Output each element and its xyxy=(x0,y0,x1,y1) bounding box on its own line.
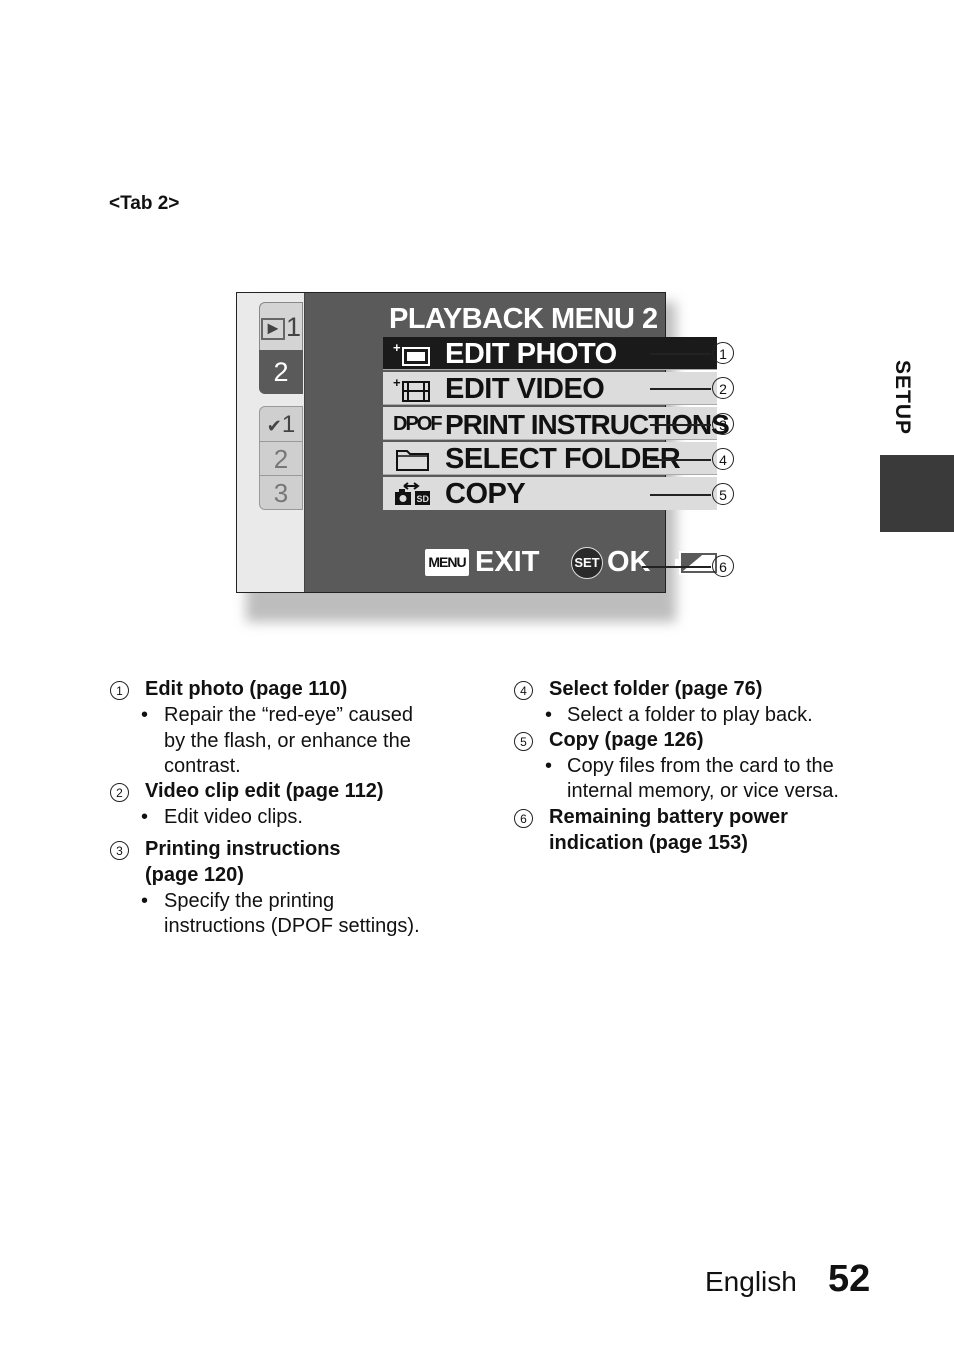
side-tab: SETUP xyxy=(884,360,924,460)
side-tab-label: SETUP xyxy=(891,360,914,436)
desc-text: contrast. xyxy=(164,755,241,777)
desc-num: 5 xyxy=(514,732,533,751)
screen-left-tabs: ►1 2 ✔1 2 3 xyxy=(237,293,305,592)
callout-line xyxy=(650,459,711,461)
tab-setup-2: 2 xyxy=(259,442,303,476)
desc-heading: Copy (page 126) xyxy=(549,729,704,751)
bullet: • xyxy=(141,806,149,828)
ok-label: OK xyxy=(607,546,651,578)
desc-heading: indication (page 153) xyxy=(549,832,748,854)
desc-text: Specify the printing xyxy=(164,890,335,912)
desc-num: 3 xyxy=(110,841,129,860)
bullet: • xyxy=(141,704,149,726)
tab-playback-1-num: 1 xyxy=(285,312,302,342)
menu-title: PLAYBACK MENU 2 xyxy=(389,303,658,335)
tab-setup-1-num: 1 xyxy=(281,411,296,438)
callout-line xyxy=(650,388,711,390)
desc-heading: Video clip edit (page 112) xyxy=(145,780,384,802)
footer-language: English xyxy=(705,1266,797,1297)
wrench-icon: ✔ xyxy=(266,416,282,436)
callout-2: 2 xyxy=(712,377,734,399)
menu-item-label: EDIT VIDEO xyxy=(445,373,605,405)
svg-text:+: + xyxy=(393,375,401,390)
play-icon: ► xyxy=(260,317,285,340)
tab-setup-3: 3 xyxy=(259,476,303,510)
screen-main: PLAYBACK MENU 2 + EDIT PHOTO + xyxy=(305,293,730,592)
menu-item-select-folder[interactable]: SELECT FOLDER xyxy=(383,442,717,475)
folder-icon xyxy=(393,445,433,473)
edit-video-icon: + xyxy=(393,375,433,403)
desc-num: 2 xyxy=(110,783,129,802)
menu-item-label: SELECT FOLDER xyxy=(445,443,681,475)
tab-setup-1: ✔1 xyxy=(259,406,303,442)
camera-screen: ►1 2 ✔1 2 3 PLAYBACK MENU 2 + EDIT PHOTO… xyxy=(236,292,730,593)
tab-label: <Tab 2> xyxy=(109,193,180,214)
callout-line xyxy=(642,566,711,568)
svg-text:+: + xyxy=(393,340,401,355)
desc-num: 4 xyxy=(514,681,533,700)
callout-6: 6 xyxy=(712,555,734,577)
desc-text: internal memory, or vice versa. xyxy=(567,780,839,802)
callout-line xyxy=(650,353,711,355)
desc-heading: Remaining battery power xyxy=(549,806,788,828)
copy-icon: SD xyxy=(393,480,433,508)
side-tab-block xyxy=(880,455,954,532)
edit-photo-icon: + xyxy=(393,340,433,368)
bullet: • xyxy=(545,704,553,726)
desc-text: instructions (DPOF settings). xyxy=(164,915,420,937)
svg-text:SD: SD xyxy=(417,494,430,504)
desc-text: Repair the “red-eye” caused xyxy=(164,704,414,726)
desc-heading: Printing instructions xyxy=(145,838,341,860)
menu-item-label: EDIT PHOTO xyxy=(445,338,617,370)
desc-text: Select a folder to play back. xyxy=(567,704,813,726)
menu-key-icon: MENU xyxy=(425,549,469,576)
set-key-icon: SET xyxy=(571,547,603,579)
page-number: 52 xyxy=(828,1258,871,1300)
desc-num: 6 xyxy=(514,809,533,828)
tab-playback-1: ►1 xyxy=(259,302,303,350)
desc-text: Copy files from the card to the xyxy=(567,755,834,777)
desc-num: 1 xyxy=(110,681,129,700)
callout-line xyxy=(650,494,711,496)
desc-text: by the flash, or enhance the xyxy=(164,730,411,752)
desc-text: Edit video clips. xyxy=(164,806,303,828)
callout-line xyxy=(650,424,711,426)
callout-4: 4 xyxy=(712,448,734,470)
tab-playback-2: 2 xyxy=(259,350,303,394)
callout-3: 3 xyxy=(712,413,734,435)
desc-heading: Edit photo (page 110) xyxy=(145,678,348,700)
menu-item-copy[interactable]: SD COPY xyxy=(383,477,717,510)
menu-item-print-instructions[interactable]: DPOF PRINT INSTRUCTIONS xyxy=(383,407,730,440)
exit-label: EXIT xyxy=(475,546,540,578)
menu-item-label: COPY xyxy=(445,478,526,510)
dpof-icon: DPOF xyxy=(393,413,443,435)
callout-5: 5 xyxy=(712,483,734,505)
desc-heading: Select folder (page 76) xyxy=(549,678,763,700)
bullet: • xyxy=(545,755,553,777)
bullet: • xyxy=(141,890,149,912)
desc-heading: (page 120) xyxy=(145,864,244,886)
callout-1: 1 xyxy=(712,342,734,364)
